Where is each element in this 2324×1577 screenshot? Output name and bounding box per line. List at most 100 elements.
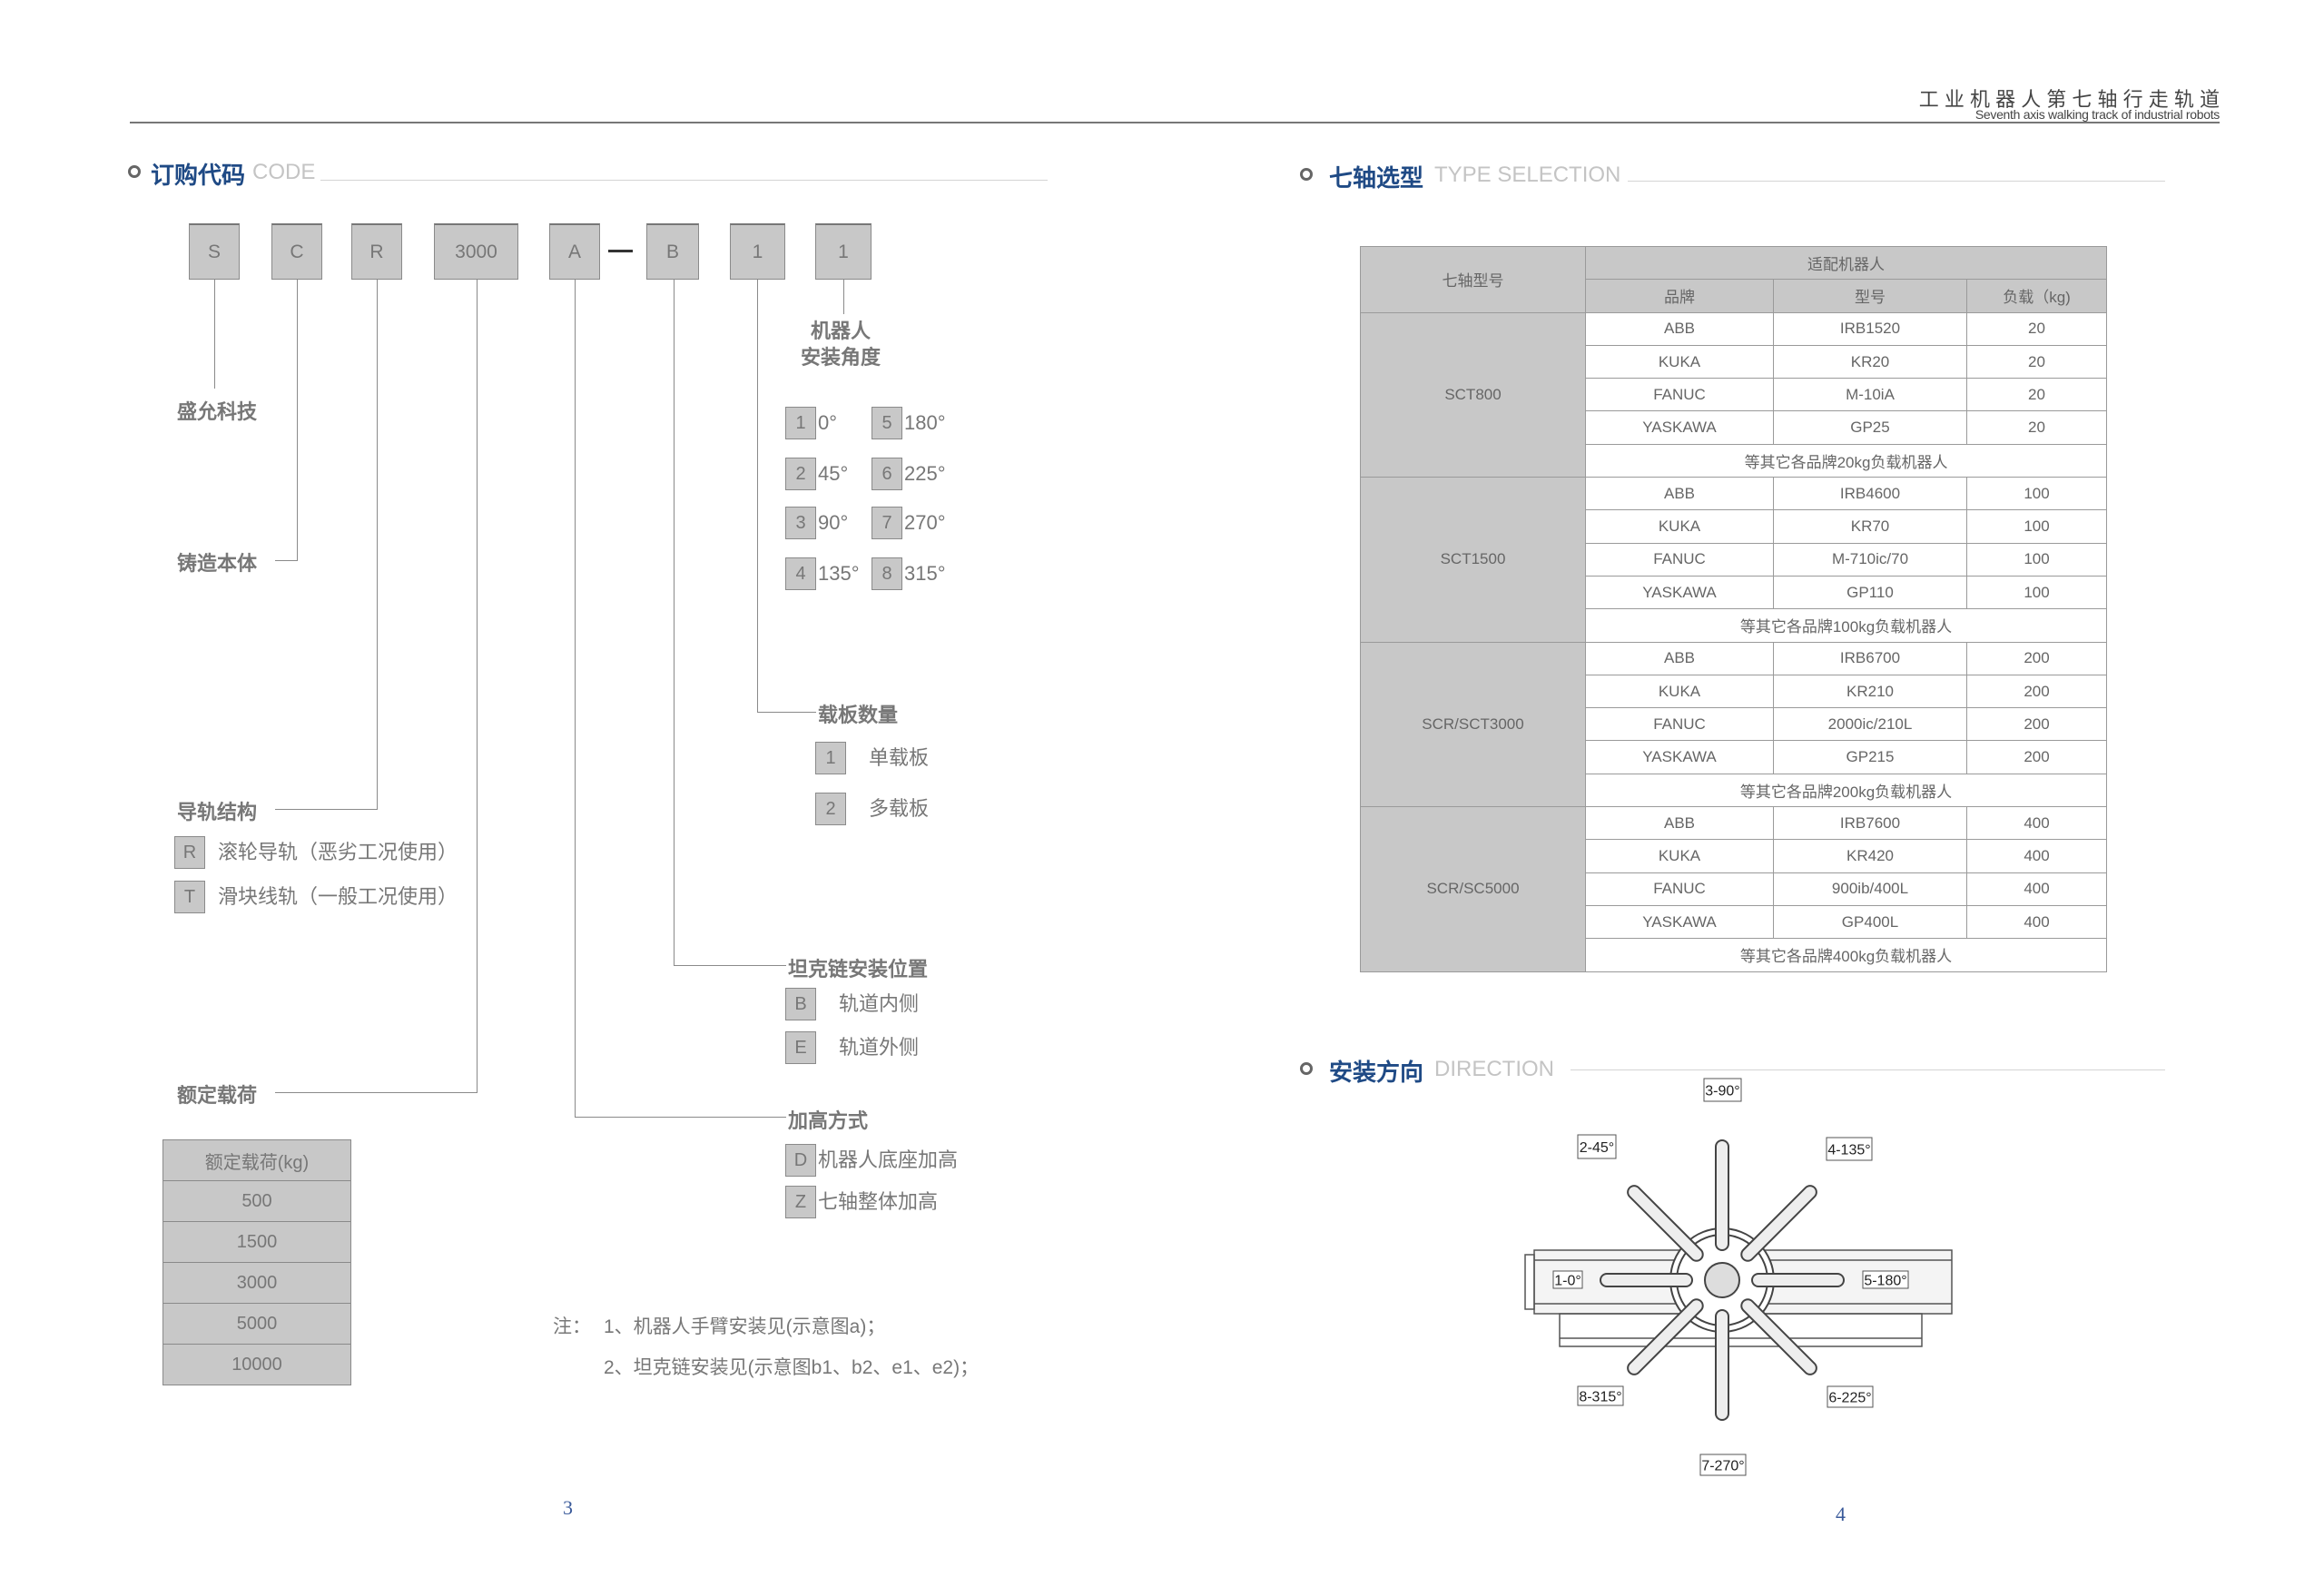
plates-option-text: 单载板 bbox=[869, 746, 930, 769]
angle-option-code: 6 bbox=[872, 458, 902, 490]
code-box-brand: S bbox=[189, 223, 240, 280]
load-cell: 20 bbox=[1965, 378, 2108, 412]
robot-model-cell: M-10iA bbox=[1773, 378, 1967, 412]
load-table-header: 额定载荷(kg) bbox=[162, 1139, 351, 1181]
header-title-en: Seventh axis walking track of industrial… bbox=[1974, 107, 2220, 122]
robot-model-cell: KR70 bbox=[1773, 509, 1967, 544]
load-cell: 20 bbox=[1965, 311, 2108, 346]
direction-section-rule bbox=[1571, 1069, 2165, 1070]
angle-option-text: 135° bbox=[818, 562, 860, 585]
brand-cell: FANUC bbox=[1585, 707, 1774, 742]
robot-model-cell: IRB7600 bbox=[1773, 806, 1967, 841]
robot-model-cell: GP110 bbox=[1773, 575, 1967, 610]
table-note-row: 等其它各品牌200kg负载机器人 bbox=[1361, 773, 2108, 808]
header-robot-model: 型号 bbox=[1773, 279, 1967, 313]
direction-section-title-en: DIRECTION bbox=[1434, 1057, 1554, 1081]
type-section-rule bbox=[1628, 181, 2165, 182]
connector-height bbox=[575, 280, 576, 1117]
page-number-right: 4 bbox=[1836, 1503, 1846, 1525]
plates-label: 载板数量 bbox=[818, 704, 899, 726]
robot-arm bbox=[1742, 1300, 1816, 1374]
connector-load bbox=[477, 280, 478, 1092]
brand-cell: FANUC bbox=[1585, 872, 1774, 906]
header-rule bbox=[130, 122, 2220, 123]
height-label: 加高方式 bbox=[788, 1109, 869, 1132]
angle-option-text: 45° bbox=[818, 462, 849, 485]
group-note-cell: 等其它各品牌400kg负载机器人 bbox=[1584, 938, 2108, 972]
direction-label-box bbox=[1577, 1134, 1617, 1159]
robot-model-cell: GP25 bbox=[1773, 410, 1967, 445]
load-cell: 400 bbox=[1965, 904, 2108, 940]
height-option-code: D bbox=[785, 1144, 816, 1177]
load-cell: 20 bbox=[1965, 410, 2108, 445]
brand-cell: YASKAWA bbox=[1585, 575, 1774, 610]
load-table: 额定载荷(kg) 500 1500 3000 5000 10000 bbox=[162, 1139, 351, 1385]
brand-cell: FANUC bbox=[1585, 378, 1774, 412]
body-label: 铸造本体 bbox=[177, 552, 258, 575]
connector-angle bbox=[843, 280, 844, 314]
direction-label: 4-135° bbox=[1827, 1143, 1870, 1158]
chain-option-text: 轨道外侧 bbox=[839, 1036, 920, 1059]
direction-label: 7-270° bbox=[1701, 1459, 1744, 1474]
angle-option-text: 180° bbox=[904, 411, 946, 434]
header-load: 负载（kg) bbox=[1965, 279, 2108, 313]
rail-option-text: 滚轮导轨（恶劣工况使用） bbox=[218, 841, 458, 863]
brand-label: 盛允科技 bbox=[177, 400, 258, 423]
direction-label: 2-45° bbox=[1580, 1140, 1614, 1156]
code-section-title: 订购代码 bbox=[151, 162, 246, 189]
brand-cell: ABB bbox=[1585, 806, 1774, 841]
axis-model-cell: SCR/SC5000 bbox=[1360, 806, 1586, 972]
axis-model-cell: SCT1500 bbox=[1360, 477, 1586, 643]
code-section-rule bbox=[320, 180, 1048, 181]
header-robot: 适配机器人 bbox=[1584, 245, 2108, 281]
plates-option-code: 2 bbox=[815, 793, 846, 825]
code-box-angle: 1 bbox=[815, 223, 872, 280]
load-cell: 100 bbox=[1965, 477, 2108, 511]
section-bullet-icon bbox=[128, 165, 141, 178]
page-number-left: 3 bbox=[563, 1496, 573, 1519]
robot-model-cell: GP215 bbox=[1773, 740, 1967, 774]
angle-option-text: 90° bbox=[818, 511, 849, 534]
table-note-row: 等其它各品牌400kg负载机器人 bbox=[1361, 938, 2108, 972]
angle-label-1: 机器人 bbox=[811, 320, 872, 342]
notes-line-1: 1、机器人手臂安装见(示意图a)； bbox=[604, 1316, 886, 1337]
section-bullet-icon bbox=[1300, 1062, 1313, 1075]
robot-arm bbox=[1742, 1187, 1816, 1260]
angle-label-2: 安装角度 bbox=[801, 346, 881, 369]
direction-label: 8-315° bbox=[1579, 1390, 1621, 1405]
robot-model-cell: IRB1520 bbox=[1773, 311, 1967, 346]
connector-plates bbox=[757, 280, 758, 712]
angle-option-code: 3 bbox=[785, 507, 816, 539]
direction-labels: 1-0°2-45°3-90°4-135°5-180°6-225°7-270°8-… bbox=[1552, 1078, 1909, 1476]
robot-model-cell: KR420 bbox=[1773, 839, 1967, 873]
axis-model-cell: SCR/SCT3000 bbox=[1360, 641, 1586, 808]
notes-line-2: 2、坦克链安装见(示意图b1、b2、e1、e2)； bbox=[604, 1357, 980, 1378]
angle-option-text: 315° bbox=[904, 562, 946, 585]
robot-model-cell: KR210 bbox=[1773, 674, 1967, 709]
code-box-load: 3000 bbox=[434, 223, 518, 280]
brand-cell: KUKA bbox=[1585, 674, 1774, 709]
axis-model-cell: SCT800 bbox=[1360, 311, 1586, 478]
header-title-cn: 工 业 机 器 人 第 七 轴 行 走 轨 道 bbox=[1918, 88, 2220, 111]
direction-label-box bbox=[1699, 1454, 1747, 1476]
brand-cell: KUKA bbox=[1585, 509, 1774, 544]
direction-label-box bbox=[1862, 1270, 1909, 1289]
robot-model-cell: M-710ic/70 bbox=[1773, 542, 1967, 577]
robot-model-cell: GP400L bbox=[1773, 904, 1967, 940]
robot-model-cell: KR20 bbox=[1773, 344, 1967, 379]
load-cell: 100 bbox=[1965, 509, 2108, 544]
direction-label: 1-0° bbox=[1554, 1274, 1581, 1289]
load-cell: 200 bbox=[1965, 641, 2108, 675]
brand-cell: KUKA bbox=[1585, 344, 1774, 379]
